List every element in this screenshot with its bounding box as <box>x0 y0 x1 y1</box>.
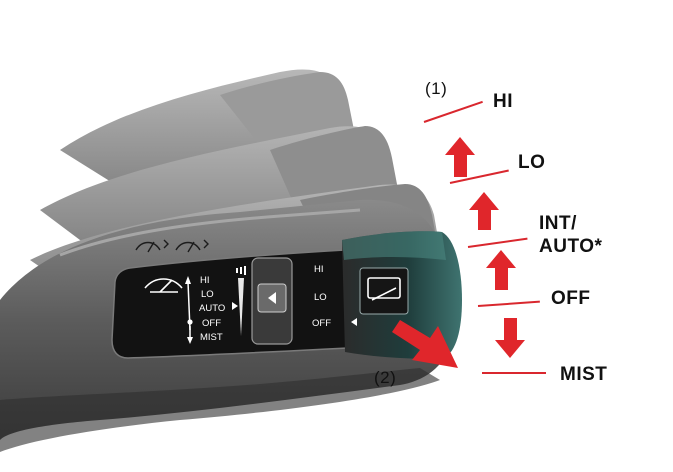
arrow-lo-to-hi-shaft <box>454 155 467 177</box>
position-mist-label: MIST <box>560 364 608 385</box>
arrow-int-to-lo-shaft <box>478 210 491 230</box>
front-wiper-icon <box>135 239 169 253</box>
ring-off-label: OFF <box>312 318 331 329</box>
arrow-off-to-int-shaft <box>495 268 508 290</box>
ring-lo-label: LO <box>314 292 327 303</box>
knob-wiper-icon <box>367 277 401 301</box>
panel-wiper-icon <box>144 278 183 293</box>
position-lo-label: LO <box>518 152 546 173</box>
panel-off-label: OFF <box>202 318 221 329</box>
panel-hi-label: HI <box>200 275 210 286</box>
position-auto-label: AUTO* <box>539 236 603 257</box>
position-off-label: OFF <box>551 288 591 309</box>
panel-mist-label: MIST <box>200 332 223 343</box>
control-panel <box>111 249 349 359</box>
panel-auto-label: AUTO <box>199 303 225 314</box>
callout-1: (1) <box>425 79 448 98</box>
slider-arrow-icon <box>268 292 276 304</box>
washer-pull-arrow <box>392 320 458 368</box>
arrow-off-to-mist <box>495 340 525 358</box>
position-int-label: INT/ <box>539 213 577 234</box>
ring-hi-label: HI <box>314 264 324 275</box>
arrow-off-to-mist-shaft <box>504 318 517 340</box>
arrow-off-to-int <box>486 250 516 268</box>
rear-washer-icon <box>175 239 209 253</box>
arrow-int-to-lo <box>469 192 499 210</box>
panel-lo-label: LO <box>201 289 214 300</box>
position-line-mist <box>482 372 546 374</box>
position-hi-label: HI <box>493 91 513 112</box>
int-speed-indicator <box>236 266 246 275</box>
callout-2: (2) <box>374 368 397 387</box>
arrow-lo-to-hi <box>445 137 475 155</box>
